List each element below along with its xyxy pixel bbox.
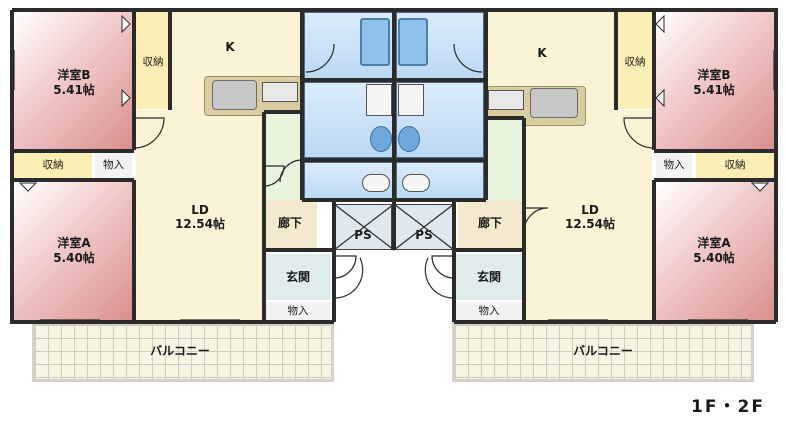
bathtub-icon bbox=[398, 18, 428, 66]
bedroom-a bbox=[656, 182, 774, 320]
entrance bbox=[265, 254, 331, 300]
corridor-wood bbox=[265, 200, 317, 248]
closet-mid-label: 収納 bbox=[724, 159, 746, 171]
bathtub-icon bbox=[360, 18, 390, 66]
entrance bbox=[456, 254, 522, 300]
balcony-label: バルコニー bbox=[573, 344, 633, 358]
living-dining bbox=[526, 110, 652, 320]
bedroom-a-name: 洋室A bbox=[697, 236, 731, 250]
bedroom-a-size: 5.40帖 bbox=[693, 251, 735, 265]
storage-entrance-label: 物入 bbox=[287, 305, 309, 317]
bedroom-b-name: 洋室B bbox=[57, 68, 91, 82]
storage-mid-label: 物入 bbox=[663, 159, 685, 171]
closet-top-label: 収納 bbox=[142, 56, 164, 68]
closet-mid bbox=[696, 153, 774, 178]
ld-name: LD bbox=[581, 203, 599, 217]
kitchen-label: K bbox=[537, 46, 547, 60]
storage-entrance bbox=[456, 302, 522, 320]
storage-mid-label: 物入 bbox=[103, 159, 124, 171]
closet-top bbox=[136, 12, 170, 109]
storage-entrance bbox=[265, 302, 331, 320]
bedroom-b bbox=[656, 12, 774, 149]
toilet-icon bbox=[402, 174, 430, 192]
balcony-label: バルコニー bbox=[150, 344, 210, 358]
washing-machine-icon bbox=[398, 126, 420, 152]
bedroom-b-size: 5.41帖 bbox=[53, 83, 95, 97]
corridor-wood bbox=[458, 200, 522, 248]
bedroom-b-size: 5.41帖 bbox=[693, 83, 735, 97]
floor-label: 1F・2F bbox=[691, 397, 765, 417]
storage-mid bbox=[656, 153, 692, 178]
storage-mid bbox=[95, 153, 132, 178]
entrance-label: 玄関 bbox=[285, 270, 310, 284]
bedroom-a-size: 5.40帖 bbox=[53, 251, 95, 265]
stove-icon bbox=[488, 90, 524, 110]
stove-icon bbox=[262, 82, 298, 102]
bedroom-b-name: 洋室B bbox=[697, 68, 731, 82]
washing-machine-icon bbox=[370, 126, 392, 152]
pipe-space-label: PS bbox=[415, 228, 433, 242]
washbasin-icon bbox=[398, 84, 424, 116]
closet-mid-label: 収納 bbox=[42, 159, 64, 171]
corridor-label: 廊下 bbox=[277, 216, 302, 230]
sink-icon bbox=[530, 88, 578, 118]
corridor-label: 廊下 bbox=[477, 216, 502, 230]
washbasin-icon bbox=[366, 84, 392, 116]
closet-top-label: 収納 bbox=[624, 56, 646, 68]
bedroom-b bbox=[14, 12, 133, 149]
toilet-icon bbox=[362, 174, 390, 192]
living-dining bbox=[136, 110, 262, 320]
sink-icon bbox=[212, 80, 257, 110]
bedroom-a bbox=[14, 182, 133, 320]
entrance-label: 玄関 bbox=[476, 270, 501, 284]
kitchen-label: K bbox=[225, 40, 235, 54]
closet-mid bbox=[14, 153, 92, 178]
bedroom-a-name: 洋室A bbox=[57, 236, 91, 250]
closet-top bbox=[618, 12, 652, 109]
ld-size: 12.54帖 bbox=[175, 217, 225, 231]
ld-name: LD bbox=[191, 203, 209, 217]
storage-entrance-label: 物入 bbox=[478, 305, 500, 317]
ld-size: 12.54帖 bbox=[565, 217, 615, 231]
balcony bbox=[32, 322, 334, 382]
